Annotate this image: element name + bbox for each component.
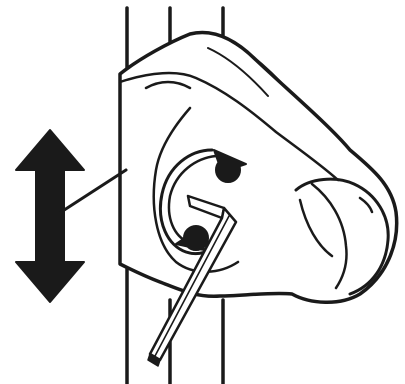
up-down-arrow-icon <box>15 129 128 303</box>
rotate-arrow-icon <box>159 148 247 255</box>
allen-key-icon <box>147 194 238 367</box>
bracket-body <box>118 30 399 304</box>
